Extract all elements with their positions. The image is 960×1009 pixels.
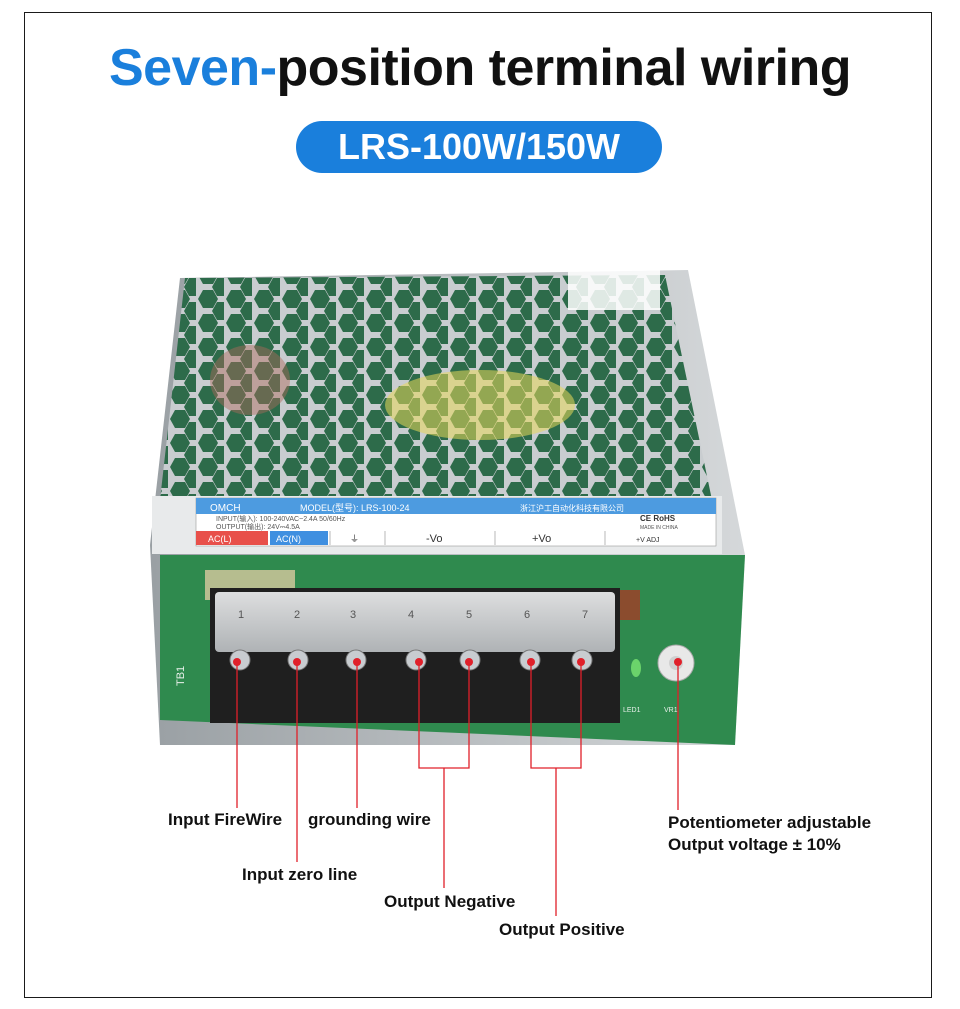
svg-text:+V ADJ: +V ADJ [636, 537, 660, 544]
callout-input-firewire: Input FireWire [168, 810, 283, 829]
svg-text:AC(L): AC(L) [208, 534, 232, 544]
callout-grounding-wire: grounding wire [308, 810, 431, 829]
svg-text:⏚: ⏚ [350, 534, 359, 545]
svg-text:-Vo: -Vo [426, 533, 443, 545]
svg-text:MODEL(型号): LRS-100-24: MODEL(型号): LRS-100-24 [300, 503, 410, 513]
svg-text:5: 5 [466, 609, 472, 621]
svg-text:LED1: LED1 [623, 707, 641, 714]
svg-text:AC(N): AC(N) [276, 534, 301, 544]
callout-lines [236, 662, 679, 916]
svg-text:1: 1 [238, 609, 244, 621]
svg-text:VR1: VR1 [664, 707, 678, 714]
svg-text:4: 4 [408, 609, 414, 621]
brand-text: OMCH [210, 503, 241, 514]
svg-text:浙江沪工自动化科技有限公司: 浙江沪工自动化科技有限公司 [520, 503, 624, 513]
svg-text:INPUT(输入): 100-240VAC~2.4A 50/: INPUT(输入): 100-240VAC~2.4A 50/60Hz [216, 514, 346, 523]
svg-text:MADE IN CHINA: MADE IN CHINA [640, 525, 678, 531]
svg-text:3: 3 [350, 609, 356, 621]
callout-output-voltage: Output voltage ± 10% [668, 835, 841, 854]
svg-text:7: 7 [582, 609, 588, 621]
callout-output-positive: Output Positive [499, 920, 625, 939]
svg-text:2: 2 [294, 609, 300, 621]
svg-text:TB1: TB1 [175, 666, 187, 686]
callout-dots [233, 658, 682, 666]
terminal-numbers: 1 2 3 4 5 6 7 [238, 609, 588, 621]
callout-input-zero-line: Input zero line [242, 865, 358, 884]
svg-text:OUTPUT(输出): 24V⎓4.5A: OUTPUT(输出): 24V⎓4.5A [216, 522, 300, 531]
model-badge: LRS-100W/150W [296, 121, 662, 173]
image-frame [24, 12, 932, 998]
terminal-cover [215, 592, 615, 652]
svg-text:6: 6 [524, 609, 530, 621]
callout-output-negative: Output Negative [384, 892, 516, 911]
svg-text:+Vo: +Vo [532, 533, 551, 545]
svg-text:CE RoHS: CE RoHS [640, 514, 676, 523]
callout-potentiometer: Potentiometer adjustable [668, 813, 872, 832]
page-title: Seven-position terminal wiring [108, 39, 852, 97]
